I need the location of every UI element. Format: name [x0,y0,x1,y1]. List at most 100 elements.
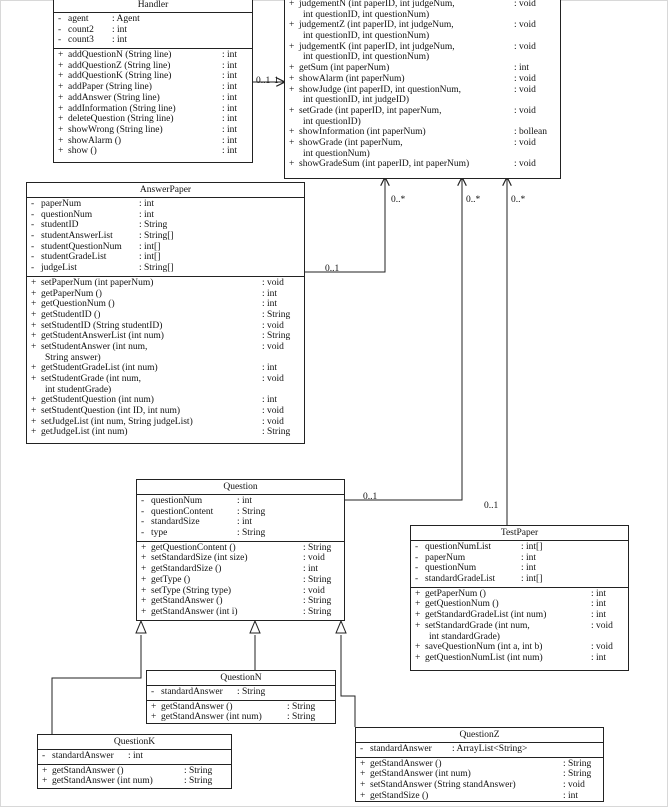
attribute-row: -questionNum: int [411,563,628,574]
visibility-marker: + [42,765,48,776]
member-type: : String [262,309,291,320]
member-signature: setPaperNum (int paperNum) [41,277,154,288]
multiplicity-testpaper-agent: 0..* [511,195,526,205]
class-handler: Handler -agent: Agent-count2: int-count3… [53,0,253,163]
multiplicity-question-link: 0..1 [363,492,378,502]
visibility-marker: + [360,780,366,791]
visibility-marker: - [31,220,35,231]
member-type: : int [262,299,278,310]
class-questionz: QuestionZ -standardAnswer: ArrayList<Str… [355,727,604,802]
operation-row: +getStandSize (): int [356,791,603,802]
member-type: : int [128,751,144,761]
member-signature: addQuestionK (String line) [68,71,172,82]
visibility-marker: + [31,363,37,374]
member-type: : void [262,416,284,427]
visibility-marker: + [151,712,157,723]
member-signature: addAnswer (String line) [68,92,160,103]
visibility-marker: - [31,252,35,263]
class-title: QuestionZ [356,728,603,743]
visibility-marker: - [42,751,46,761]
visibility-marker: + [31,395,37,406]
class-answerpaper: AnswerPaper -paperNum: int-questionNum: … [26,182,305,444]
operations: +addQuestionN (String line): int+addQues… [54,48,252,159]
member-type: : String [262,427,291,438]
visibility-marker: + [31,299,37,310]
visibility-marker: + [58,50,64,61]
member-type: : int [112,24,128,35]
member-signature: setGrade (int paperID, int paperNum, [299,105,442,116]
operation-row: +showAlarm (): int [54,136,252,147]
member-type: : String [237,506,266,517]
visibility-marker: + [31,288,37,299]
operation-row: +getStandAnswer (int i): String [137,607,344,618]
member-type: : int [591,588,607,599]
member-type: : int [262,363,278,374]
visibility-marker: - [31,241,35,252]
attributes: -standardAnswer: int [38,750,231,764]
member-signature: judgementK (int paperID, int judgeNum, [299,41,455,52]
member-type: : int [521,563,537,574]
member-signature-continued: int questionID, int questionNum) [303,52,430,63]
operation-row: +getStandardGradeList (int num): int [411,610,628,621]
member-signature: showAlarm (int paperNum) [299,73,405,84]
member-type: : int [591,610,607,621]
member-signature-continued: int questionID, int questionNum) [303,9,430,20]
member-signature: getStudentQuestion (int num) [41,395,154,406]
visibility-marker: + [58,82,64,93]
member-signature: getPaperNum () [41,288,102,299]
member-type: : String [139,220,168,231]
member-type: : int [222,82,238,93]
multiplicity-answerpaper-link: 0..1 [325,264,340,274]
member-signature: showJudge (int paperID, int questionNum, [299,84,462,95]
member-signature: getQuestionNumList (int num) [425,652,543,663]
visibility-marker: + [141,542,147,553]
questionk-generalization-head [135,619,147,634]
operations: +getStandAnswer (): String+getStandAnswe… [356,756,603,804]
operations: +getStandAnswer (): String+getStandAnswe… [147,699,335,725]
multiplicity-testpaper-link: 0..1 [484,501,499,511]
operation-row: +addQuestionZ (String line): int [54,61,252,72]
visibility-marker: + [289,105,295,116]
visibility-marker: - [415,552,419,563]
multiplicity-handler-agent-source: 0..1 [256,76,271,86]
operation-row: +showAlarm (int paperNum): void [285,74,560,85]
visibility-marker: + [58,146,64,157]
visibility-marker: - [31,199,35,209]
member-signature: getType () [151,574,191,585]
member-type: : void [262,374,284,385]
operation-row: +setStudentQuestion (int ID, int num): v… [27,406,304,417]
visibility-marker: + [415,620,421,631]
member-signature: setStandardGrade (int num, [425,620,530,631]
member-signature: standardAnswer [161,687,223,697]
member-signature: addInformation (String line) [68,103,176,114]
operation-row: +setJudgeList (int num, String judgeList… [27,417,304,428]
attribute-row: -questionNum: int [27,210,304,221]
visibility-marker: + [58,124,64,135]
operation-row: +showGradeSum (int paperID, int paperNum… [285,159,560,170]
visibility-marker: + [289,0,295,9]
member-signature: questionNum [425,563,477,574]
class-questionn: QuestionN -standardAnswer: String +getSt… [146,670,336,724]
attribute-row: -studentAnswerList: String[] [27,231,304,242]
member-signature: getStandAnswer () [370,758,442,769]
member-signature: show () [68,146,97,157]
attributes: -questionNumList: int[]-paperNum: int-qu… [411,541,628,587]
operation-row: +deleteQuestion (String line): int [54,114,252,125]
operations: +judgementN (int paperID, int judgeNum,:… [285,0,560,172]
member-signature: questionNum [41,209,93,220]
operation-row: +setType (String type): void [137,586,344,597]
visibility-marker: - [360,744,364,754]
visibility-marker: - [31,231,35,242]
attribute-row: -type: String [137,528,344,539]
member-signature: showWrong (String line) [68,124,163,135]
visibility-marker: + [31,416,37,427]
visibility-marker: + [415,588,421,599]
member-type: : void [262,277,284,288]
member-type: : String[] [139,263,174,274]
member-type: : String [303,606,332,617]
member-signature: setStudentID (String studentID) [41,320,163,331]
member-signature: setStandardSize (int size) [151,553,248,564]
attribute-row: -count2: int [54,25,252,36]
operation-row: +setPaperNum (int paperNum): void [27,278,304,289]
